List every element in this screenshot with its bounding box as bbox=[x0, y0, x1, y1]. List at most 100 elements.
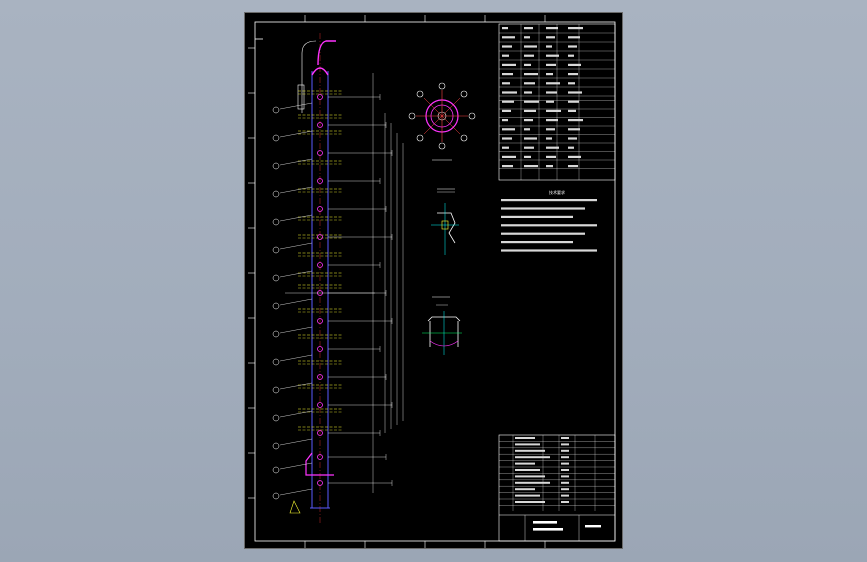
callout-bubble bbox=[272, 134, 280, 142]
table-cell-text bbox=[568, 146, 574, 149]
table-cell-text bbox=[546, 91, 557, 94]
table-cell-text bbox=[546, 27, 558, 30]
parts-list-border bbox=[498, 434, 616, 542]
table-cell-text bbox=[502, 82, 510, 85]
table-cell-text bbox=[502, 155, 516, 158]
table-cell-text bbox=[524, 91, 532, 94]
label-leader bbox=[279, 488, 313, 496]
label-leader bbox=[279, 130, 313, 138]
table-cell-text bbox=[502, 36, 515, 39]
parts-cell-text bbox=[561, 437, 569, 439]
table-cell-text bbox=[502, 100, 514, 103]
parts-cell-text bbox=[515, 494, 540, 497]
drawing-number bbox=[585, 525, 601, 528]
nozzle-mark bbox=[317, 454, 323, 460]
parts-cell-text bbox=[561, 456, 569, 459]
table-cell-text bbox=[568, 63, 581, 66]
callout-bubble bbox=[272, 302, 280, 310]
table-cell-text bbox=[546, 54, 559, 57]
top-head bbox=[311, 67, 329, 76]
nozzle-mark bbox=[317, 374, 323, 380]
parts-cell-text bbox=[561, 443, 569, 446]
table-cell-text bbox=[568, 27, 583, 30]
table-cell-text bbox=[546, 146, 559, 149]
label-leader bbox=[279, 158, 313, 166]
label-leader bbox=[279, 270, 313, 278]
callout-bubble bbox=[272, 358, 280, 366]
parts-cell-text bbox=[561, 488, 569, 491]
reflux-line bbox=[301, 40, 317, 113]
technical-notes: 技术要求 bbox=[501, 189, 597, 252]
parts-cell-text bbox=[515, 475, 545, 478]
nozzle-mark bbox=[317, 480, 323, 486]
parts-cell-text bbox=[515, 481, 550, 484]
table-cell-text bbox=[524, 109, 536, 112]
table-cell-text bbox=[546, 128, 555, 131]
table-cell-text bbox=[502, 146, 509, 149]
label-leader bbox=[279, 298, 313, 306]
notes-heading: 技术要求 bbox=[549, 189, 565, 195]
table-cell-text bbox=[568, 165, 578, 168]
table-cell-text bbox=[524, 165, 538, 168]
nozzle-mark bbox=[317, 318, 323, 324]
parts-cell-text bbox=[561, 481, 569, 484]
table-cell-text bbox=[568, 73, 578, 76]
detail-b bbox=[422, 296, 462, 355]
table-cell-text bbox=[524, 27, 533, 30]
table-cell-text bbox=[502, 27, 508, 30]
label-leader bbox=[279, 102, 313, 110]
table-cell-text bbox=[546, 63, 556, 66]
bottom-outlet bbox=[305, 452, 334, 476]
callout-bubble bbox=[272, 442, 280, 450]
table-cell-text bbox=[502, 91, 517, 94]
table-cell-text bbox=[524, 54, 534, 57]
table-cell-text bbox=[502, 63, 516, 66]
table-cell-text bbox=[502, 128, 515, 131]
parts-cell-text bbox=[515, 449, 545, 452]
callout-bubble bbox=[272, 466, 280, 474]
design-data-table bbox=[498, 23, 616, 181]
skirt-support bbox=[289, 500, 301, 514]
parts-cell-text bbox=[515, 488, 535, 491]
note-line bbox=[501, 199, 597, 202]
nozzle-mark bbox=[317, 178, 323, 184]
drawing-sheet[interactable]: 技术要求 bbox=[244, 12, 623, 549]
nozzle-mark bbox=[317, 234, 323, 240]
parts-cell-text bbox=[561, 462, 569, 465]
table-cell-text bbox=[568, 137, 577, 140]
note-line bbox=[501, 215, 573, 218]
nozzle-mark bbox=[317, 122, 323, 128]
sheet-frame bbox=[254, 21, 616, 542]
note-line bbox=[501, 224, 597, 227]
parts-cell-text bbox=[515, 437, 535, 439]
callout-bubble bbox=[272, 386, 280, 394]
callout-bubble bbox=[272, 190, 280, 198]
nozzle-mark bbox=[317, 94, 323, 100]
table-cell-text bbox=[568, 128, 580, 131]
callout-bubble bbox=[272, 218, 280, 226]
callout-bubble bbox=[272, 492, 280, 500]
table-cell-text bbox=[546, 155, 556, 158]
table-cell-text bbox=[502, 165, 513, 168]
table-cell-text bbox=[546, 119, 558, 122]
table-cell-text bbox=[568, 54, 574, 57]
table-cell-text bbox=[568, 155, 581, 158]
parts-cell-text bbox=[561, 494, 569, 497]
parts-cell-text bbox=[515, 501, 545, 503]
note-line bbox=[501, 207, 585, 210]
engineering-drawing: 技术要求 bbox=[248, 15, 616, 548]
parts-cell-text bbox=[561, 501, 569, 503]
table-cell-text bbox=[524, 63, 531, 66]
table-cell-text bbox=[524, 73, 538, 76]
label-leader bbox=[279, 186, 313, 194]
callout-bubble bbox=[272, 330, 280, 338]
table-cell-text bbox=[546, 36, 555, 39]
table-cell-text bbox=[568, 100, 579, 103]
table-cell-text bbox=[524, 119, 533, 122]
label-leader bbox=[279, 382, 313, 390]
column-vessel bbox=[272, 33, 404, 523]
callout-bubble bbox=[272, 106, 280, 114]
table-cell-text bbox=[524, 155, 531, 158]
table-cell-text bbox=[568, 109, 576, 112]
